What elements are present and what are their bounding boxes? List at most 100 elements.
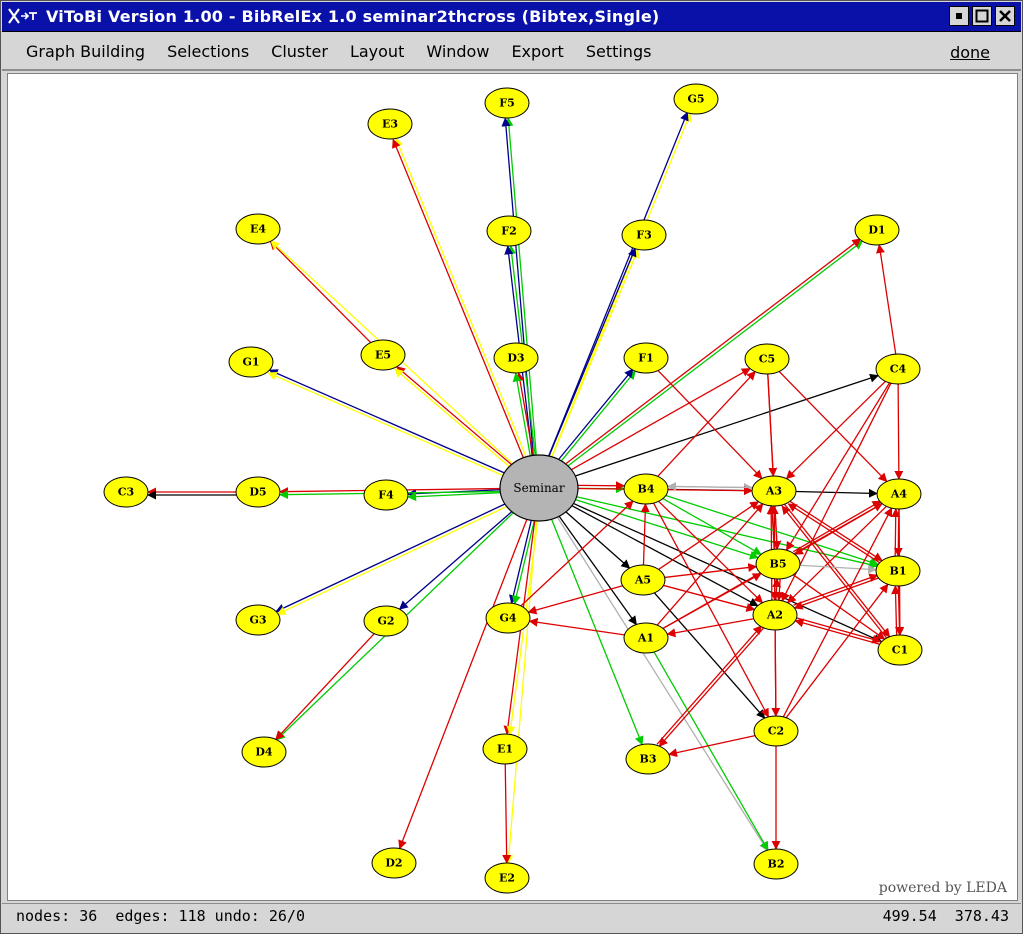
edge-g4-b4[interactable] [520, 500, 634, 607]
edge-seminar-e2[interactable] [504, 520, 537, 864]
node-shape[interactable] [751, 475, 797, 507]
edge-seminar-d3[interactable] [512, 372, 531, 456]
node-shape[interactable] [755, 548, 801, 580]
node-d2[interactable]: D2 [371, 847, 417, 879]
edge-b5-a2[interactable] [774, 579, 784, 602]
edge-e1-e2[interactable] [502, 763, 512, 864]
edge-c4-d1[interactable] [876, 244, 897, 355]
menu-settings[interactable]: Settings [585, 41, 652, 61]
node-e5[interactable]: E5 [360, 339, 406, 371]
edge-seminar-a1[interactable] [558, 515, 637, 626]
edge-g2-d4[interactable] [275, 633, 375, 740]
node-shape[interactable] [875, 555, 921, 587]
node-d1[interactable]: D1 [854, 214, 900, 246]
edge-c2-b3[interactable] [668, 734, 756, 758]
edge-seminar-d1[interactable] [565, 238, 862, 465]
edge-seminar-f1[interactable] [558, 368, 634, 460]
node-b1[interactable]: B1 [875, 555, 921, 587]
node-c3[interactable]: C3 [103, 476, 149, 508]
edge-b5-c1[interactable] [792, 574, 886, 640]
edge-seminar-e3[interactable] [392, 138, 525, 459]
close-button[interactable] [995, 6, 1015, 26]
edge-seminar-e5[interactable] [396, 366, 512, 466]
edge-seminar-d1[interactable] [567, 240, 864, 467]
edge-c1-b1[interactable] [891, 585, 901, 636]
edge-a1-a3[interactable] [656, 503, 764, 626]
edge-a3-b4[interactable] [667, 481, 753, 491]
node-b5[interactable]: B5 [755, 548, 801, 580]
node-f5[interactable]: F5 [484, 87, 530, 119]
node-c2[interactable]: C2 [753, 715, 799, 747]
edge-seminar-c5[interactable] [571, 368, 751, 471]
edge-seminar-f4[interactable] [407, 492, 501, 502]
edge-seminar-f3[interactable] [548, 247, 637, 456]
node-shape[interactable] [620, 564, 666, 596]
edge-seminar-g3[interactable] [275, 503, 506, 613]
node-shape[interactable] [854, 214, 900, 246]
edge-seminar-d2[interactable] [398, 519, 528, 850]
edge-b5-a4[interactable] [792, 500, 882, 553]
edge-e5-e4[interactable] [269, 240, 372, 344]
node-g3[interactable]: G3 [235, 604, 281, 636]
edge-c1-a2[interactable] [794, 618, 880, 645]
done-button[interactable]: done [950, 43, 990, 62]
node-shape[interactable] [235, 213, 281, 245]
edge-a5-c2[interactable] [653, 592, 766, 719]
node-g1[interactable]: G1 [228, 346, 274, 378]
edge-seminar-b2[interactable] [556, 516, 768, 851]
title-bar[interactable]: ViToBi Version 1.00 - BibRelEx 1.0 semin… [2, 2, 1021, 32]
node-e3[interactable]: E3 [367, 108, 413, 140]
node-a5[interactable]: A5 [620, 564, 666, 596]
edge-b4-c5[interactable] [657, 371, 756, 477]
edge-a2-b5[interactable] [772, 578, 782, 601]
node-shape[interactable] [103, 476, 149, 508]
node-shape[interactable] [484, 87, 530, 119]
edge-seminar-f5[interactable] [504, 117, 537, 456]
edge-a3-b1[interactable] [789, 500, 883, 562]
edge-seminar-g4[interactable] [511, 520, 535, 605]
edge-seminar-a5[interactable] [565, 511, 631, 569]
node-shape[interactable] [623, 622, 669, 654]
edge-b4-b5[interactable] [662, 498, 762, 555]
node-seminar[interactable]: Seminar [499, 454, 579, 522]
menu-window[interactable]: Window [426, 41, 490, 61]
node-a4[interactable]: A4 [876, 478, 922, 510]
node-g5[interactable]: G5 [673, 83, 719, 115]
node-shape[interactable] [228, 346, 274, 378]
edge-b4-b1[interactable] [665, 494, 880, 567]
edge-f1-a3[interactable] [657, 370, 763, 480]
node-shape[interactable] [363, 479, 409, 511]
node-shape[interactable] [877, 634, 923, 666]
edge-b1-a3[interactable] [787, 503, 881, 564]
edge-seminar-e5[interactable] [394, 368, 511, 468]
node-shape[interactable] [621, 219, 667, 251]
node-g2[interactable]: G2 [363, 605, 409, 637]
node-shape[interactable] [485, 602, 531, 634]
edge-seminar-g2[interactable] [398, 511, 513, 610]
node-g4[interactable]: G4 [485, 602, 531, 634]
minimize-button[interactable] [949, 6, 969, 26]
node-shape[interactable] [744, 343, 790, 375]
edge-c1-a3[interactable] [781, 505, 888, 640]
node-shape[interactable] [752, 599, 798, 631]
node-shape[interactable] [371, 847, 417, 879]
node-e4[interactable]: E4 [235, 213, 281, 245]
edge-b1-a2[interactable] [793, 577, 879, 610]
node-d5[interactable]: D5 [235, 476, 281, 508]
edge-seminar-g4[interactable] [509, 520, 532, 605]
node-shape[interactable] [753, 848, 799, 880]
edge-seminar-g5[interactable] [548, 111, 689, 456]
edge-seminar-g1[interactable] [268, 369, 505, 474]
edge-b4-a2[interactable] [658, 500, 764, 604]
edge-a2-c1[interactable] [795, 617, 882, 644]
edge-c4-a4[interactable] [894, 383, 904, 480]
edge-b5-b1[interactable] [799, 564, 877, 574]
edge-a5-b4[interactable] [640, 503, 650, 566]
menu-export[interactable]: Export [511, 41, 564, 61]
edge-c5-a4[interactable] [778, 371, 888, 483]
node-shape[interactable] [363, 605, 409, 637]
node-shape[interactable] [875, 353, 921, 385]
node-b4[interactable]: B4 [623, 473, 669, 505]
